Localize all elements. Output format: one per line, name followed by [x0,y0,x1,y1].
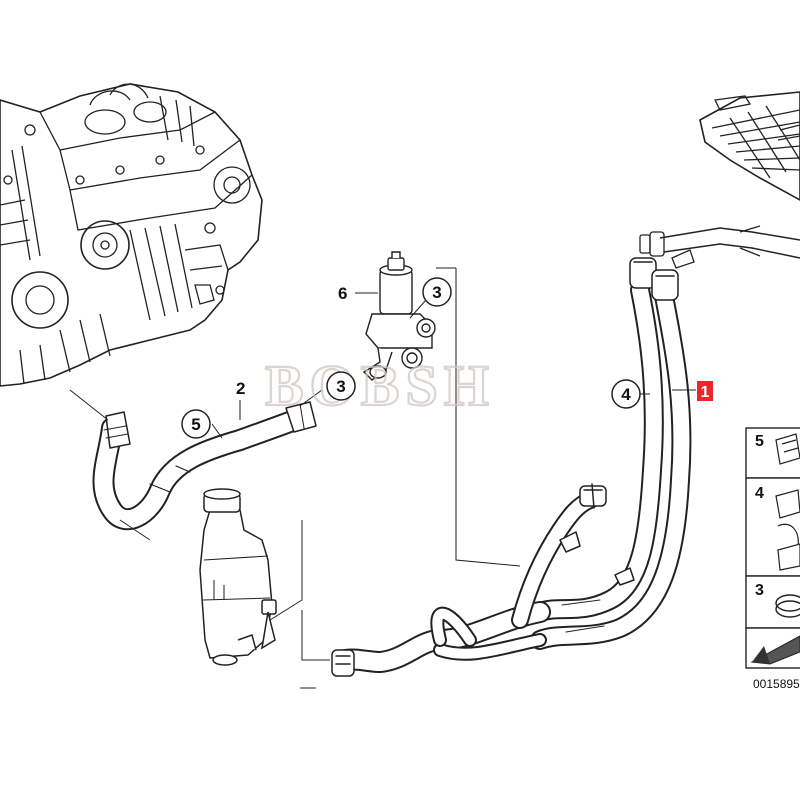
leader-lines [69,267,696,689]
callout-3-upper: 3 [432,283,441,302]
callout-4: 4 [621,385,631,404]
side-part-5-connector [775,433,800,465]
diagram-code: 0015895 [753,677,800,691]
callout-3-lower-circle [326,371,356,401]
side-panel-label-3: 3 [755,582,764,599]
callout-1-highlight [697,381,713,401]
side-panel-label-5: 5 [755,433,764,450]
callout-2: 2 [236,379,245,398]
callout-3-lower: 3 [336,377,345,396]
callout-5-circle [181,409,211,439]
direction-arrow-icon [750,635,800,665]
side-part-4-hose-clip [775,489,800,571]
callout-6: 6 [338,284,347,303]
auxiliary-water-pump [362,251,436,381]
callout-5: 5 [191,415,200,434]
radiator-corner [639,91,800,269]
callout-1: 1 [701,384,710,401]
heater-hose-upper [92,401,317,531]
side-part-3-hose-clamp [775,594,800,618]
engine-block [0,83,263,387]
side-panel-label-4: 4 [755,485,764,502]
callout-4-circle [611,379,641,409]
watermark: BOBSH [265,353,495,418]
heater-hose-assembly [331,257,692,677]
expansion-tank [199,488,277,666]
callout-3-upper-circle [422,277,452,307]
